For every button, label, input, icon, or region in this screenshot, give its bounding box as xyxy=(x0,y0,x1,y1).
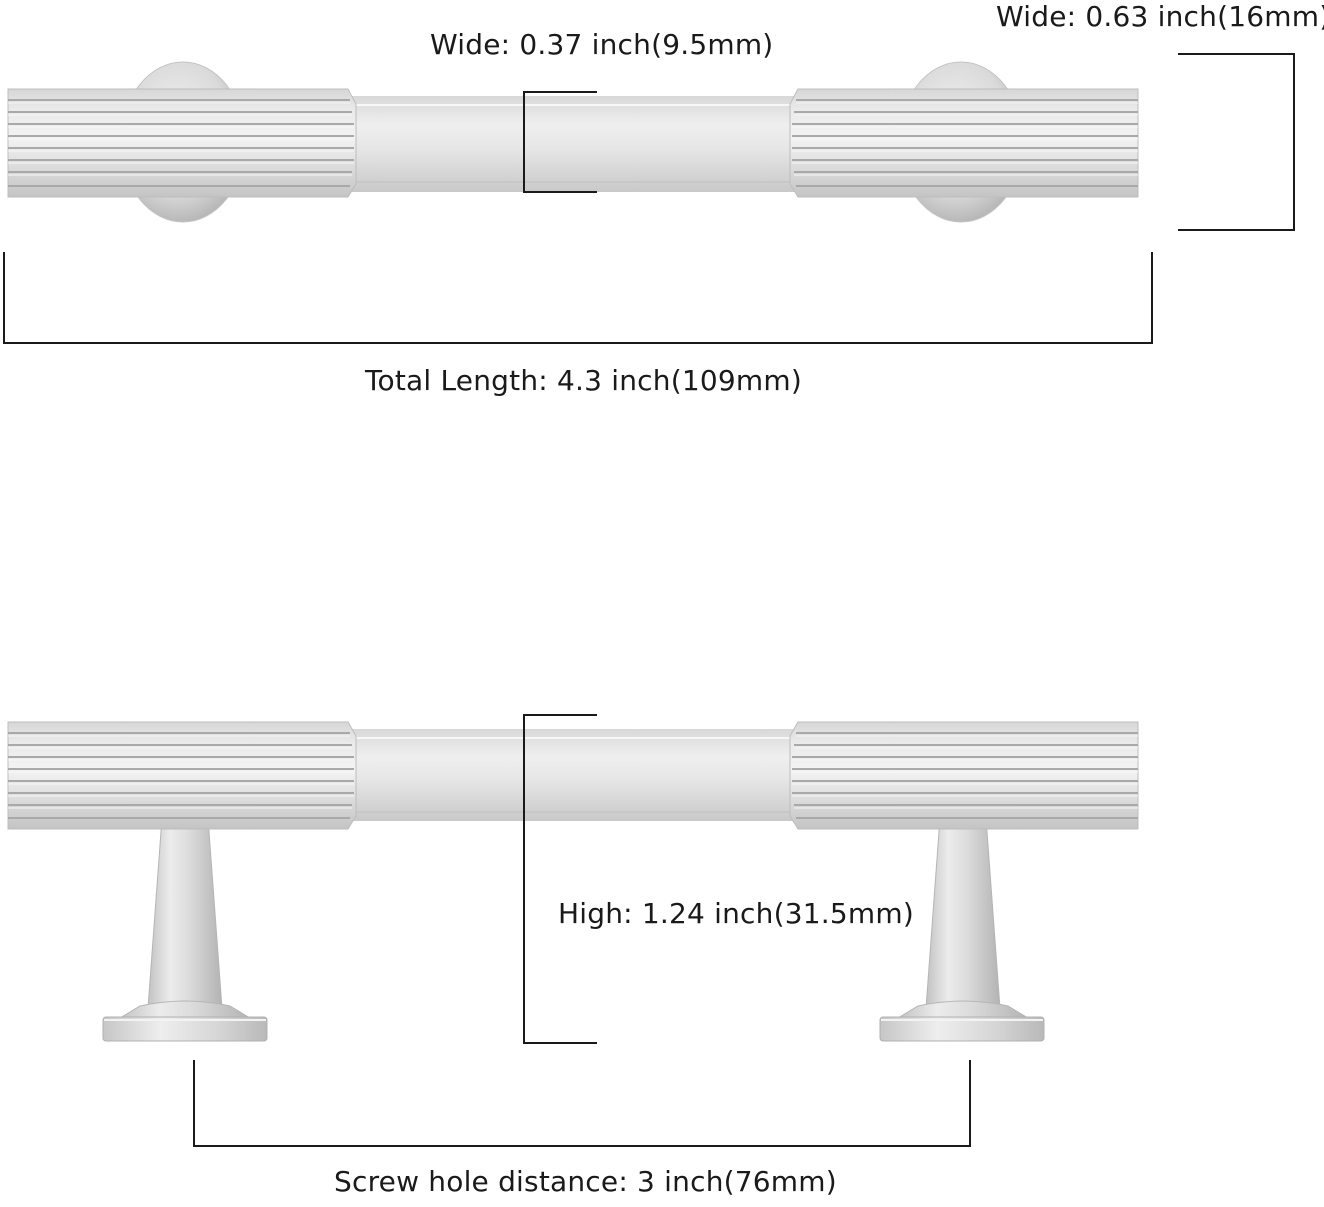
bar-width-bracket xyxy=(523,91,597,193)
screw-distance-bracket xyxy=(193,1060,971,1147)
height-label: High: 1.24 inch(31.5mm) xyxy=(558,897,914,930)
handle-side-view xyxy=(7,721,1139,1042)
handle-top-view xyxy=(7,61,1139,223)
knurled-grip-right-side xyxy=(789,721,1139,830)
height-bracket xyxy=(523,714,597,1044)
total-length-bracket xyxy=(3,252,1153,344)
knurled-grip-right-top xyxy=(789,88,1139,198)
post-left xyxy=(102,817,268,1042)
total-length-label: Total Length: 4.3 inch(109mm) xyxy=(365,364,802,397)
knurled-width-label: Wide: 0.63 inch(16mm) xyxy=(996,0,1324,33)
knurled-grip-left-top xyxy=(7,88,357,198)
screw-distance-label: Screw hole distance: 3 inch(76mm) xyxy=(334,1165,837,1198)
bar-width-label: Wide: 0.37 inch(9.5mm) xyxy=(430,28,774,61)
center-rod-top xyxy=(350,96,796,192)
center-rod-side xyxy=(350,729,796,821)
knurled-grip-left-side xyxy=(7,721,357,830)
knurled-width-bracket xyxy=(1178,53,1295,231)
